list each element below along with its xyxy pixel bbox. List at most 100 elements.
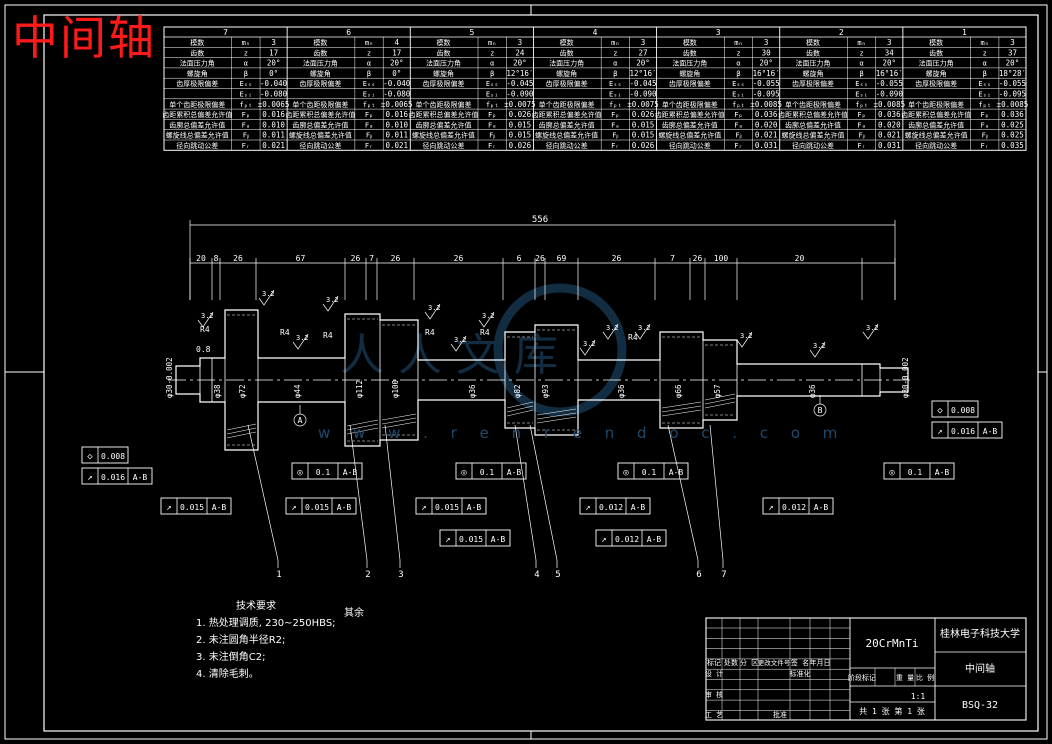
datum-label: A — [298, 416, 303, 425]
gear-param-symbol: Fᵣ — [611, 142, 619, 150]
gear-param-symbol: Fₚ — [734, 111, 742, 119]
tolerance-frame-box — [595, 529, 667, 547]
gear-param-value: 3 — [1010, 38, 1015, 47]
helix-hatch — [226, 427, 257, 435]
helix-hatch — [346, 419, 379, 427]
diameter-dimension: φ57 — [713, 384, 722, 398]
gear-param-label: 模数 — [806, 38, 820, 47]
gear-param-value: 0.026 — [509, 141, 532, 150]
gear-param-label: 齿厚极限偏差 — [915, 79, 957, 88]
tolerance-datum-ref: A-B — [467, 503, 482, 512]
gear-column-header: 7 — [223, 28, 228, 37]
gear-param-value: 3 — [764, 38, 769, 47]
gear-param-label: 单个齿距极限偏差 — [416, 100, 472, 109]
gear-param-value: 0.036 — [1001, 110, 1024, 119]
gear-param-value: 0.020 — [755, 120, 778, 129]
gear-param-symbol: Eₛᵢ — [363, 91, 376, 99]
gear-param-label: 齿距累积总偏差允许值 — [778, 110, 848, 119]
gear-param-label: 齿距累积总偏差允许值 — [409, 110, 479, 119]
gear-param-label: 法面压力角 — [672, 59, 707, 68]
gear-param-value: ±0.0075 — [627, 100, 659, 109]
part-leader-line — [667, 424, 699, 568]
tolerance-frame-box — [415, 497, 487, 515]
gear-param-symbol: α — [859, 60, 863, 68]
part-leader-line — [514, 424, 537, 568]
tolerance-symbol: ↗ — [768, 503, 773, 513]
helix-hatch — [381, 413, 417, 421]
gear-param-symbol: Fᵣ — [365, 142, 373, 150]
part-number: 2 — [365, 570, 370, 580]
tolerance-symbol: ↗ — [87, 473, 92, 483]
roughness-symbol — [424, 303, 441, 320]
gear-param-value: 17 — [392, 48, 401, 57]
tech-req-item: 1. 热处理调质, 230~250HBS; — [196, 618, 336, 629]
gear-param-label: 法面压力角 — [426, 59, 461, 68]
gear-param-value: 34 — [885, 48, 895, 57]
gear-param-value: -0.090 — [506, 90, 534, 99]
tolerance-symbol: ↗ — [445, 535, 450, 545]
datum-circle — [293, 413, 307, 427]
tolerance-symbol: ◎ — [623, 468, 629, 478]
tb-label: 比 例 — [916, 673, 934, 682]
gear-param-value: 3 — [271, 38, 276, 47]
gear-param-label: 齿数 — [560, 48, 574, 57]
gear-param-symbol: Eₛₛ — [363, 80, 376, 88]
roughness-value: 3.2 — [482, 312, 495, 320]
gear-param-symbol: mₙ — [734, 39, 742, 47]
gear-param-value: 0.021 — [878, 131, 901, 140]
gear-param-label: 法面压力角 — [180, 59, 215, 68]
radius-dimension: R4 — [480, 328, 490, 337]
gear-param-symbol: β — [859, 70, 863, 78]
gear-param-value: 0.036 — [755, 110, 778, 119]
chain-dimension: 26 — [351, 254, 361, 263]
gear-param-value: ±0.0085 — [750, 100, 782, 109]
tolerance-datum-ref: A-B — [491, 535, 506, 544]
part-number: 3 — [398, 570, 403, 580]
tolerance-value: 0.1 — [642, 468, 657, 477]
helix-hatch — [226, 423, 257, 431]
diameter-dimension: φ112 — [355, 380, 364, 398]
roughness-value: 3.2 — [638, 324, 651, 332]
roughness-symbol — [258, 289, 275, 306]
dimension-lines — [189, 220, 896, 427]
gear-param-label: 径向跳动公差 — [176, 141, 218, 150]
gear-param-label: 螺旋线总偏差允许值 — [289, 131, 352, 140]
gear-param-value: -0.080 — [383, 90, 411, 99]
gear-param-symbol: Fₐ — [981, 121, 989, 129]
gear-param-value: 0.031 — [755, 141, 778, 150]
zone-ticks — [5, 5, 1047, 739]
gear-param-symbol: α — [613, 60, 617, 68]
part-number: 7 — [721, 570, 726, 580]
gear-param-label: 螺旋线总偏差允许值 — [412, 131, 475, 140]
gear-param-label: 模数 — [683, 38, 697, 47]
tolerance-frame-box — [455, 462, 527, 480]
gear-param-symbol: Fₐ — [365, 121, 373, 129]
gear-param-value: 0.016 — [262, 110, 285, 119]
gear-param-label: 螺旋角 — [556, 69, 577, 78]
helix-hatch — [506, 401, 534, 409]
gear-column-header: 3 — [716, 28, 721, 37]
gear-param-value: ±0.0085 — [997, 100, 1029, 109]
diameter-dimension: φ30-0.002 — [901, 357, 910, 398]
helix-hatch — [346, 423, 379, 431]
gear-param-value: -0.095 — [753, 90, 780, 99]
tolerance-value: 0.1 — [908, 468, 923, 477]
gear-param-value: 0.010 — [385, 120, 408, 129]
radius-dimension: R4 — [200, 325, 210, 334]
gear-param-symbol: Fᵣ — [981, 142, 989, 150]
tolerance-frame-box — [883, 462, 955, 480]
radius-dimension: R4 — [323, 331, 333, 340]
scale-value: 1:1 — [911, 692, 926, 701]
gear-param-label: 径向跳动公差 — [423, 141, 465, 150]
gear-param-label: 齿厚极限偏差 — [669, 79, 711, 88]
gear-param-symbol: β — [736, 70, 740, 78]
gear-param-value: 0.015 — [509, 131, 532, 140]
gear-param-label: 齿距累积总偏差允许值 — [162, 110, 232, 119]
gear-param-symbol: mₙ — [981, 39, 989, 47]
tolerance-frame-box — [160, 497, 232, 515]
gear-param-symbol: Eₛₛ — [240, 80, 253, 88]
gear-param-symbol: z — [983, 49, 987, 57]
tb-label: 处数 — [724, 658, 738, 667]
